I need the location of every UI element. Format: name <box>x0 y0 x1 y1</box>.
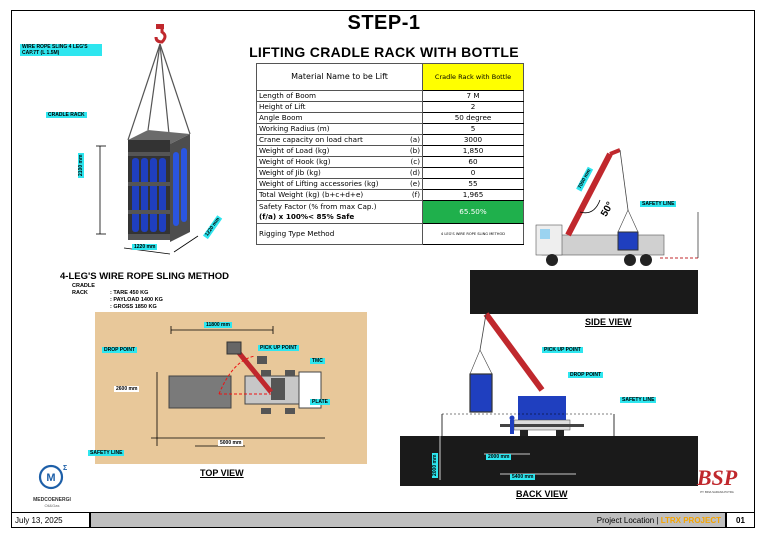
back-pick-up-label: PICK UP POINT <box>542 347 583 353</box>
side-safety-line-label: SAFETY LINE <box>640 201 677 207</box>
spec-payload: : PAYLOAD 1400 KG <box>110 297 163 303</box>
top-view-label: TOP VIEW <box>200 468 244 478</box>
cradle-spec: CRADLE RACK : TARE 450 KG : PAYLOAD 1400 … <box>72 283 163 311</box>
back-drop-point-label: DROP POINT <box>568 372 604 378</box>
top-view-illustration <box>151 326 325 447</box>
rigging-value: 4 LEG'S WIRE ROPE SLING METHOD <box>422 223 524 245</box>
back-safety-line-label: SAFETY LINE <box>620 397 657 403</box>
svg-text:Σ: Σ <box>63 465 67 472</box>
rigging-row: Rigging Type Method 4 LEG'S WIRE ROPE SL… <box>256 223 524 245</box>
material-header-value: Cradle Rack with Bottle <box>422 63 524 91</box>
medco-name: MEDCOENERGI <box>33 497 71 503</box>
cradle-rack-illustration <box>96 24 199 255</box>
safety-label-2: (f/a) x 100%< 85% Safe <box>259 212 355 221</box>
side-view-illustration <box>470 148 699 314</box>
safety-value: 65.50% <box>422 200 524 224</box>
page-subtitle: LIFTING CRADLE RACK WITH BOTTLE <box>249 44 519 60</box>
rigging-label: Rigging Type Method <box>256 223 423 245</box>
back-dim-a: 2000 mm <box>486 454 512 460</box>
spec-gross: : GROSS 1850 KG <box>110 304 157 310</box>
plate-label: PLATE <box>310 399 331 405</box>
back-height-dim: 2000 mm <box>432 452 438 478</box>
top-length-dim: 11800 mm <box>204 322 232 328</box>
project-name: LTRX PROJECT <box>660 516 721 525</box>
footer-date: July 13, 2025 <box>11 512 90 528</box>
footer-location: Project Location | LTRX PROJECT <box>90 512 726 528</box>
material-header-label: Material Name to be Lift <box>256 63 423 91</box>
rack-width-dim: 1220 mm <box>132 244 158 250</box>
svg-text:M: M <box>46 472 55 484</box>
spec-tare: : TARE 450 KG <box>110 290 149 296</box>
rack-height-dim: 2100 mm <box>78 152 84 178</box>
cradle-rack-label: CRADLE RACK <box>46 112 87 118</box>
back-view-label: BACK VIEW <box>516 489 568 499</box>
tmc-label: TMC <box>310 358 325 364</box>
bsp-logo: BSP PT. BINA SARANA PUTRA <box>696 465 738 495</box>
lifting-spec-table: Material Name to be Lift Cradle Rack wit… <box>256 63 524 245</box>
back-dim-b: 5400 mm <box>510 474 536 480</box>
sling-label: WIRE ROPE SLING 4 LEG'S CAP.7T (L 1.5M) <box>20 44 102 56</box>
top-pick-up-label: PICK UP POINT <box>258 345 299 351</box>
back-view-illustration <box>400 312 698 486</box>
top-drop-point-label: DROP POINT <box>102 347 138 353</box>
bsp-mark: BSP <box>696 465 738 490</box>
location-label: Project Location | <box>596 516 659 525</box>
top-offset-dim: 5000 mm <box>218 440 244 446</box>
table-row: Working Radius (m)5 <box>256 123 524 135</box>
medco-sub: Oil&Gas <box>44 503 60 508</box>
medco-emblem-icon: M Σ <box>38 464 67 490</box>
bsp-sub: PT. BINA SARANA PUTRA <box>700 490 734 494</box>
top-safety-line-label: SAFETY LINE <box>88 450 125 456</box>
safety-factor-row: Safety Factor (% from max Cap.) (f/a) x … <box>256 200 524 224</box>
medco-logo: M Σ MEDCOENERGI Oil&Gas <box>22 462 82 510</box>
top-width-dim: 2600 mm <box>114 386 140 392</box>
table-row: Total Weight (kg) (b+c+d+e)(f)1,965 <box>256 189 524 201</box>
page-title: STEP-1 <box>347 12 421 34</box>
footer-bar: July 13, 2025 Project Location | LTRX PR… <box>11 512 755 529</box>
page-number: 01 <box>726 512 755 528</box>
side-view-label: SIDE VIEW <box>585 317 632 327</box>
table-row: Weight of Load (kg)(b)1,850 <box>256 145 524 157</box>
safety-label-1: Safety Factor (% from max Cap.) <box>259 202 377 211</box>
method-title: 4-LEG'S WIRE ROPE SLING METHOD <box>60 271 230 282</box>
spec-name: CRADLE RACK <box>72 283 95 296</box>
